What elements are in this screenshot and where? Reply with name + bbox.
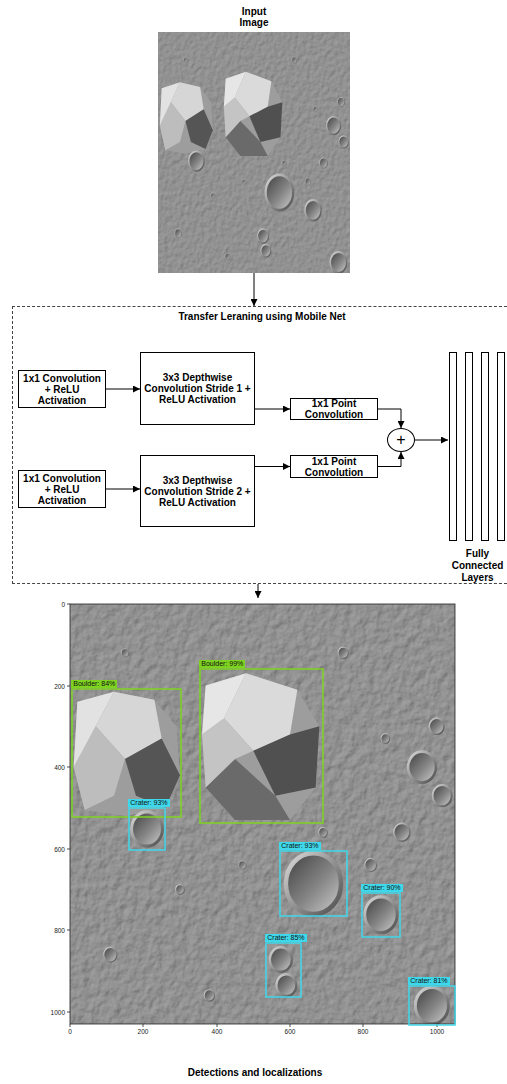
axis-tick-label: 600 [285,1028,296,1035]
axis-tick-label: 1000 [430,1028,444,1035]
detection-tag: Crater: 81% [408,977,449,985]
svg-rect [129,808,165,850]
detection-tag: Crater: 93% [279,842,320,850]
svg-line [70,1024,71,1027]
axis-tick-label: 400 [54,764,65,771]
arrow-connector [106,489,140,490]
process-box: 1x1 Convolution + ReLU Activation [18,370,106,408]
process-box: 3x3 Depthwise Convolution Stride 1 + ReL… [140,352,255,425]
node-text: Fully Connected Layers [448,548,507,584]
node-text: Transfer Leraning using Mobile Net [13,311,507,322]
axis-tick-label: 200 [54,683,65,690]
detection-boxes [72,669,455,1025]
arrow-connector [258,584,259,598]
layer-bar [498,353,505,541]
model-group: Transfer Leraning using Mobile Net 1x1 Co… [12,306,507,584]
svg-rect [280,851,347,916]
node-text: 1x1 Convolution + ReLU Activation [22,373,102,406]
node-text: Detections and localizations [40,1067,470,1078]
axis-tick-label: 0 [61,601,65,608]
arrow-connector [255,466,290,467]
axis-ticks [67,604,437,1027]
svg-line [67,767,70,768]
arrow-connector [255,409,290,410]
axis-tick-label: 400 [212,1028,223,1035]
layer-bar [466,353,473,541]
process-box: 1x1 Point Convolution [290,398,378,420]
node-text: 3x3 Depthwise Convolution Stride 2 + ReL… [144,475,251,508]
svg-line [363,1024,364,1027]
input-image [158,32,350,273]
node-text: 1x1 Convolution + ReLU Activation [22,473,102,506]
axis-tick-label: 800 [54,927,65,934]
svg-rect [409,986,455,1025]
detection-tag: Crater: 90% [361,884,402,892]
process-box: 1x1 Point Convolution [290,455,378,478]
output-image [70,604,455,1024]
arrow-connector [254,273,255,306]
svg-line [67,849,70,850]
svg-line [67,1012,70,1013]
arrow-connector [378,452,401,467]
input-image-node: Input Image [158,4,350,273]
process-box: 1x1 Convolution + ReLU Activation [18,470,106,508]
node-text: 3x3 Depthwise Convolution Stride 1 + ReL… [144,372,251,405]
detection-tag: Boulder: 84% [71,680,117,688]
node-text: + [396,432,405,448]
node-text: Input Image [232,6,276,28]
svg-rect [72,689,181,817]
layer-bars [448,352,507,542]
node-text: 1x1 Point Convolution [294,398,374,420]
output-image-node: Detections and localizations [40,598,470,1082]
axis-tick-label: 0 [68,1028,72,1035]
process-box: 3x3 Depthwise Convolution Stride 2 + ReL… [140,455,255,527]
sum-circle: + [387,428,415,452]
svg-line [67,686,70,687]
layer-bar [450,353,457,541]
layer-bar [482,353,489,541]
svg-rect [362,893,400,937]
axis-tick-label: 600 [54,846,65,853]
svg-line [290,1024,291,1027]
axis-tick-label: 200 [138,1028,149,1035]
svg-line [217,1024,218,1027]
svg-rect [266,943,301,997]
arrow-connector [106,389,140,390]
svg-rect [200,669,323,823]
svg-line [143,1024,144,1027]
detection-tag: Crater: 93% [128,799,169,807]
node-text: 1x1 Point Convolution [294,456,374,478]
svg-line [67,930,70,931]
axis-tick-label: 800 [358,1028,369,1035]
fc-layers: Fully Connected Layers [448,352,507,584]
arrow-connector [378,409,401,428]
arrow-connector [415,440,448,441]
axis-tick-label: 1000 [51,1009,65,1016]
detection-tag: Boulder: 99% [199,660,245,668]
svg-line [67,604,70,605]
plot-frame [70,604,455,1024]
detection-tag: Crater: 85% [265,934,306,942]
